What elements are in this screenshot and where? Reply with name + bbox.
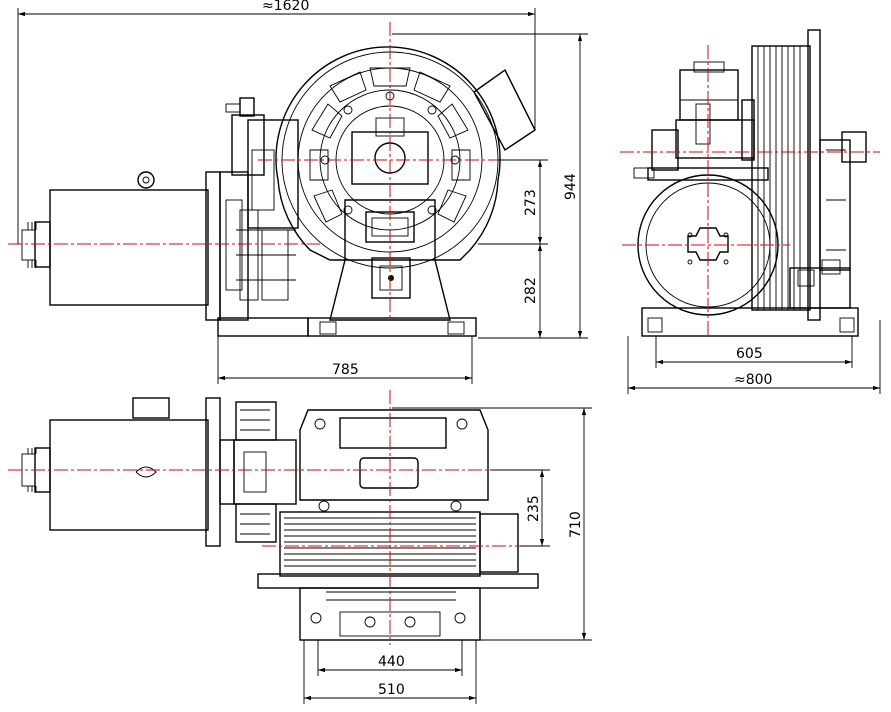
- side-dimensions: 605 ≈800: [627, 320, 881, 394]
- bearing-block: [371, 257, 411, 299]
- encoder: [21, 229, 36, 261]
- plan-motor-body: [49, 419, 209, 531]
- drive-sheave: [275, 46, 501, 261]
- dim-side-inner: 605: [736, 346, 763, 362]
- plan-brake-bottom: [235, 503, 277, 543]
- dim-front-width: 785: [332, 362, 359, 378]
- plan-dimensions: 710 235 440 510: [303, 407, 592, 704]
- terminal-box: [679, 69, 739, 121]
- plan-terminal-box: [132, 397, 170, 419]
- dim-base-inner: 440: [378, 654, 405, 670]
- side-base: [641, 307, 859, 337]
- pedestal: [329, 199, 451, 321]
- dim-plan-depth: 710: [568, 511, 584, 538]
- side-view: [620, 29, 880, 338]
- front-dimensions: ≈1620 785 944 273 282: [17, 0, 588, 384]
- plan-brake-top: [235, 401, 277, 441]
- motor-body: [49, 189, 209, 306]
- dim-overall-length: ≈1620: [262, 0, 309, 14]
- front-view: [8, 22, 536, 337]
- dim-base-outer: 510: [378, 682, 405, 698]
- gearbox-housing: [247, 119, 299, 229]
- plan-gearbox: [299, 409, 489, 501]
- encoder-housing: [473, 68, 536, 152]
- dim-height-upper: 273: [523, 189, 539, 216]
- sheave-grooves: [751, 45, 811, 311]
- dim-overall-height: 944: [563, 173, 579, 200]
- dim-plan-offset: 235: [526, 495, 542, 522]
- dim-height-lower: 282: [523, 277, 539, 304]
- dim-side-overall: ≈800: [734, 372, 772, 388]
- lifting-eye: [137, 171, 155, 189]
- plan-view: [8, 390, 550, 645]
